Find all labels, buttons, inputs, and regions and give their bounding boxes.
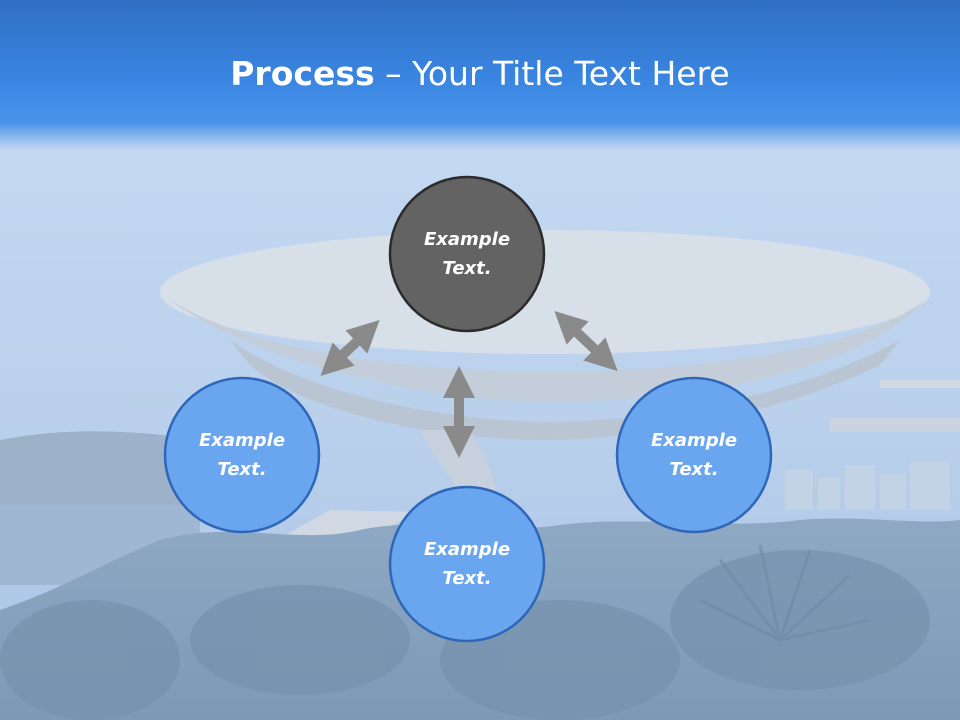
title-bar <box>0 0 960 150</box>
node-bottom-line2: Text. <box>442 568 492 589</box>
node-top-circle <box>388 175 546 333</box>
node-top-line1: Example <box>423 229 511 250</box>
node-left-line2: Text. <box>217 459 267 480</box>
page-title: Process – Your Title Text Here <box>0 52 960 96</box>
title-dash: – <box>374 54 413 93</box>
node-bottom-line1: Example <box>423 539 511 560</box>
node-right-circle <box>615 376 773 534</box>
node-left-line1: Example <box>198 430 286 451</box>
title-rest: Your Title Text Here <box>412 54 730 93</box>
node-bottom-circle <box>388 485 546 643</box>
node-right-line1: Example <box>650 430 738 451</box>
node-left-label: Example Text. <box>164 426 320 484</box>
title-bold: Process <box>230 54 375 93</box>
arrow-top-left <box>320 320 380 376</box>
node-top-label: Example Text. <box>389 225 545 283</box>
arrow-top-right <box>554 310 618 372</box>
node-right-label: Example Text. <box>616 426 772 484</box>
node-right-line2: Text. <box>669 459 719 480</box>
node-bottom-label: Example Text. <box>389 535 545 593</box>
node-left-circle <box>163 376 321 534</box>
node-top-line2: Text. <box>442 258 492 279</box>
